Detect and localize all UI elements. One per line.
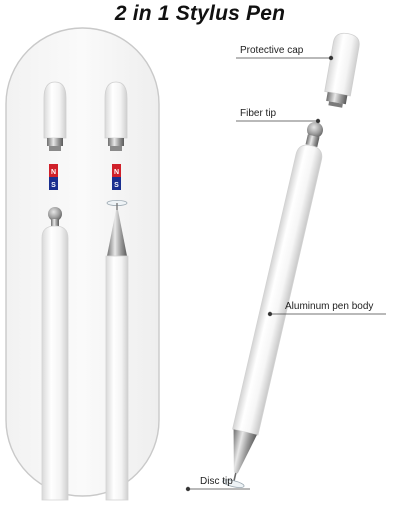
- main-body: [232, 144, 323, 436]
- disc-tip-pen-detail: N S: [104, 81, 129, 501]
- label-protective-cap: Protective cap: [240, 45, 304, 56]
- detail-panel: [5, 27, 160, 497]
- cap-right-ring: [108, 138, 124, 146]
- label-fiber-tip: Fiber tip: [240, 108, 277, 119]
- fiber-tip-pen-detail: N S: [41, 81, 69, 501]
- main-cap: [324, 32, 360, 108]
- magnet-south-right: [112, 177, 121, 190]
- cap-right-connector: [110, 146, 122, 151]
- magnet-north-left: [49, 164, 58, 177]
- magnet-s-right: S: [114, 182, 119, 189]
- main-stylus-pen: [222, 32, 360, 488]
- label-disc-tip: Disc tip: [200, 476, 233, 487]
- cap-left-ring: [47, 138, 63, 146]
- magnet-n-right: N: [114, 169, 119, 176]
- fiber-ball-left: [48, 207, 62, 221]
- cap-right: [104, 81, 128, 139]
- page-title: 2 in 1 Stylus Pen: [114, 2, 286, 25]
- body-right: [105, 255, 129, 501]
- callout-leaders: [185, 55, 386, 492]
- magnet-north-right: [112, 164, 121, 177]
- magnet-s-left: S: [51, 182, 56, 189]
- main-cone: [233, 429, 257, 474]
- magnet-n-left: N: [51, 169, 56, 176]
- cap-left: [43, 81, 67, 139]
- magnet-south-left: [49, 177, 58, 190]
- cap-left-connector: [49, 146, 61, 151]
- fiber-neck-left: [51, 219, 59, 227]
- body-left: [41, 225, 69, 501]
- metal-cone-right: [107, 210, 127, 256]
- label-aluminum-body: Aluminum pen body: [285, 301, 374, 312]
- main-disc: [222, 479, 245, 488]
- main-fiber-tip: [307, 122, 323, 138]
